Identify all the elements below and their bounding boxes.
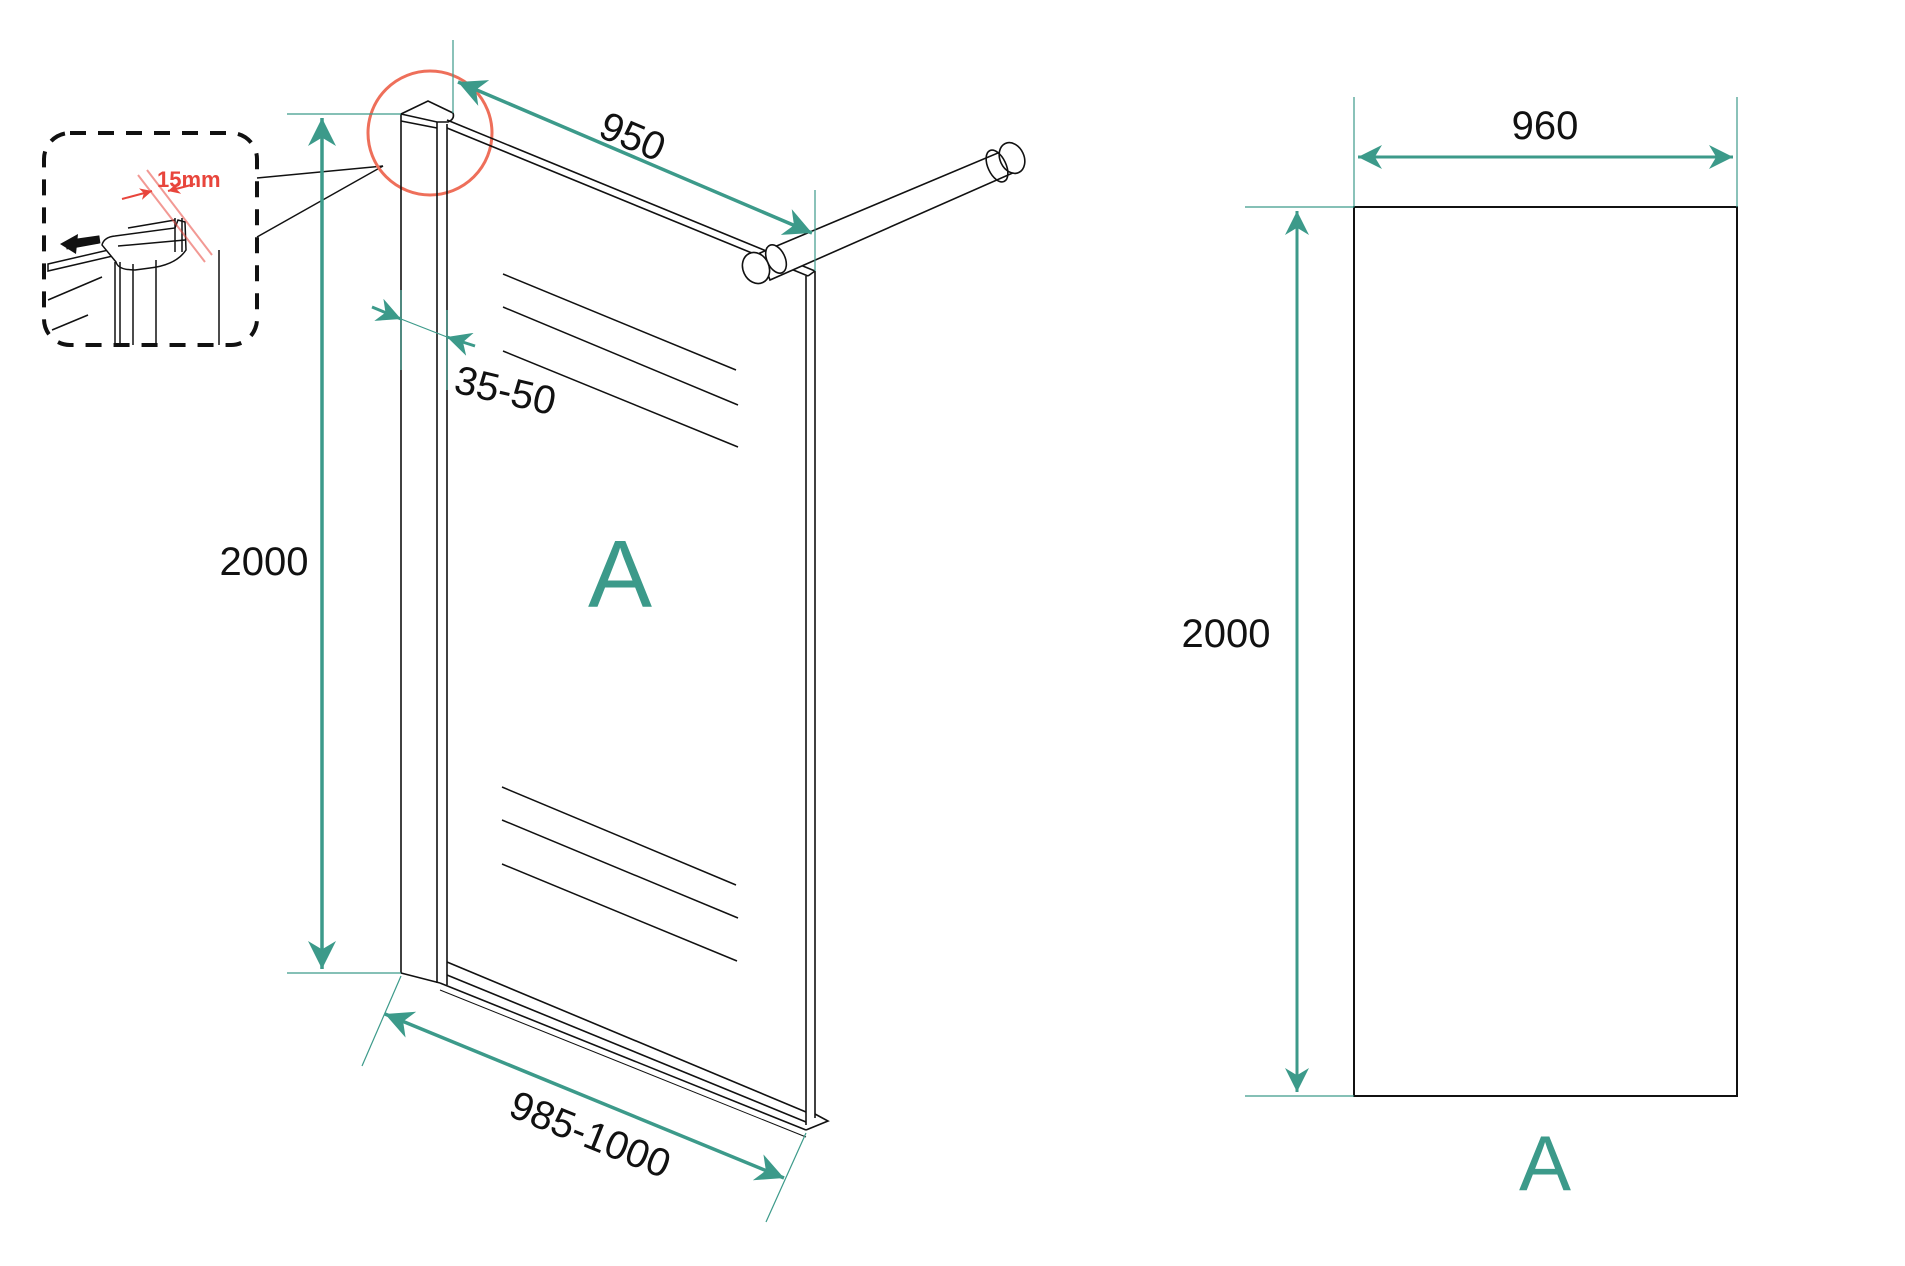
iso-dimension-lines xyxy=(287,40,816,1223)
panel-label-front: A xyxy=(1519,1119,1571,1207)
front-view: 960 2000 A xyxy=(1182,97,1738,1207)
profile-detail-callout: 15mm xyxy=(42,131,384,347)
front-width-label: 960 xyxy=(1512,104,1579,148)
iso-top-width-label: 950 xyxy=(593,104,672,171)
iso-view: 15mm xyxy=(42,40,1026,1223)
front-height-label: 2000 xyxy=(1182,612,1271,656)
stabilizer-bar xyxy=(741,141,1026,285)
gap-label: 15mm xyxy=(157,167,221,192)
wall-profile-icon xyxy=(47,218,220,345)
frosted-stripes-bottom xyxy=(501,786,739,962)
front-dimension-lines xyxy=(1245,97,1738,1097)
front-panel-outline xyxy=(1353,206,1738,1097)
panel-label-iso: A xyxy=(588,521,652,628)
iso-height-label: 2000 xyxy=(220,540,309,584)
gap-measurement xyxy=(121,169,213,263)
frosted-stripes-top xyxy=(502,273,739,448)
slide-direction-arrow-icon xyxy=(60,234,78,254)
wall-profile-post xyxy=(398,100,455,985)
